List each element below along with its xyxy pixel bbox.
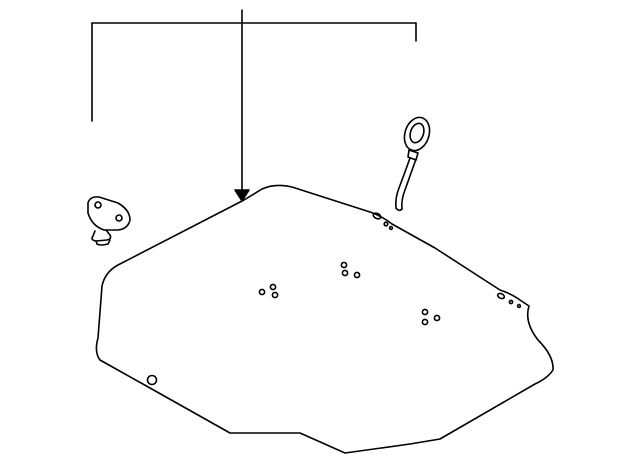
cord-end — [395, 207, 403, 212]
mat-hole — [258, 288, 266, 296]
hook-hole — [115, 214, 123, 222]
mat-outline — [95, 184, 554, 454]
mat-hole — [271, 291, 279, 299]
loop-tie-cord — [395, 116, 431, 212]
mat-hole — [383, 221, 389, 227]
mat-hole — [340, 261, 348, 269]
retaining-hook — [87, 196, 131, 246]
cord-loop-inner — [409, 122, 425, 144]
mat-hole — [421, 318, 429, 326]
mat-hole — [421, 308, 429, 316]
mat-hole — [146, 374, 158, 386]
mat-slot — [372, 212, 382, 220]
hook-body — [87, 196, 131, 231]
hook-stem-base — [95, 239, 111, 246]
mat-slot — [496, 292, 506, 300]
mat-hole — [353, 271, 361, 279]
cord-loop-outer — [403, 116, 431, 152]
hook-stem — [91, 229, 112, 242]
callout-bracket — [91, 9, 417, 202]
mat-hole — [516, 303, 522, 309]
mat-hole — [433, 314, 441, 322]
cord-strand — [395, 157, 411, 209]
floor-mat-panel — [95, 184, 554, 454]
mat-hole — [269, 283, 277, 291]
mat-hole — [341, 269, 349, 277]
mat-hole — [508, 299, 514, 305]
cord-strand — [401, 158, 417, 210]
hook-hole — [94, 201, 102, 209]
mat-hole — [388, 225, 394, 231]
leader-arrowhead — [234, 189, 250, 202]
